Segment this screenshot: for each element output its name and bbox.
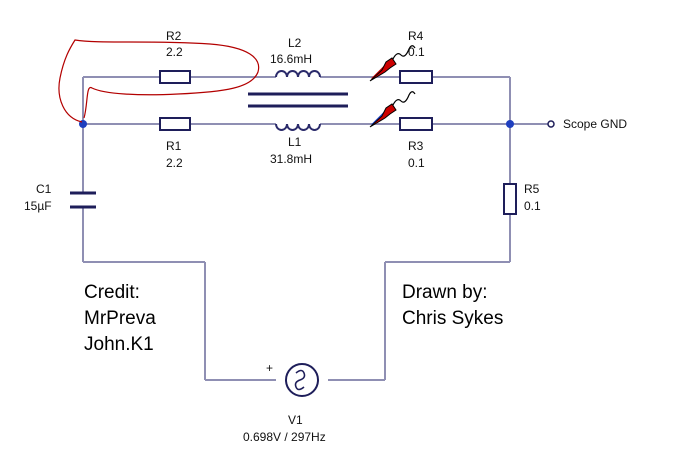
ac-source-v1 [285,363,319,397]
drawn-by-heading: Drawn by: [402,282,488,303]
scope-gnd-label: Scope GND [563,117,627,131]
resistor-r1 [159,117,191,131]
drawn-by-name: Chris Sykes [402,308,503,329]
transformer-core [248,92,348,108]
r5-name: R5 [524,182,540,196]
resistor-r2 [159,70,191,84]
v1-value: 0.698V / 297Hz [243,430,326,444]
annotation-scribble [58,39,260,123]
resistor-r3 [399,117,433,131]
credit-name-2: John.K1 [84,334,154,355]
node-right [506,120,514,128]
resistor-r4 [399,70,433,84]
wires [82,76,548,381]
r5-value: 0.1 [524,199,541,213]
scope-gnd-terminal[interactable] [547,120,555,128]
resistor-r5 [503,183,517,215]
c1-name: C1 [36,182,52,196]
l1-value: 31.8mH [270,152,312,166]
r4-name: R4 [408,29,424,43]
r1-value: 2.2 [166,156,183,170]
r4-value: 0.1 [408,45,425,59]
inductor-l1 [275,123,321,131]
v1-name: V1 [288,413,303,427]
inductor-l2 [275,70,321,78]
capacitor-c1 [70,191,96,209]
c1-value: 15µF [24,199,52,213]
probe-r3-icon[interactable] [369,91,416,128]
r2-value: 2.2 [166,45,183,59]
r3-name: R3 [408,139,424,153]
credit-name-1: MrPreva [84,308,156,329]
l2-value: 16.6mH [270,52,312,66]
l2-name: L2 [288,36,302,50]
credit-heading: Credit: [84,282,140,303]
r1-name: R1 [166,139,182,153]
r2-name: R2 [166,29,182,43]
r3-value: 0.1 [408,156,425,170]
l1-name: L1 [288,135,302,149]
probe-r4-icon[interactable] [369,45,416,82]
v1-polarity-label: + [266,361,273,375]
